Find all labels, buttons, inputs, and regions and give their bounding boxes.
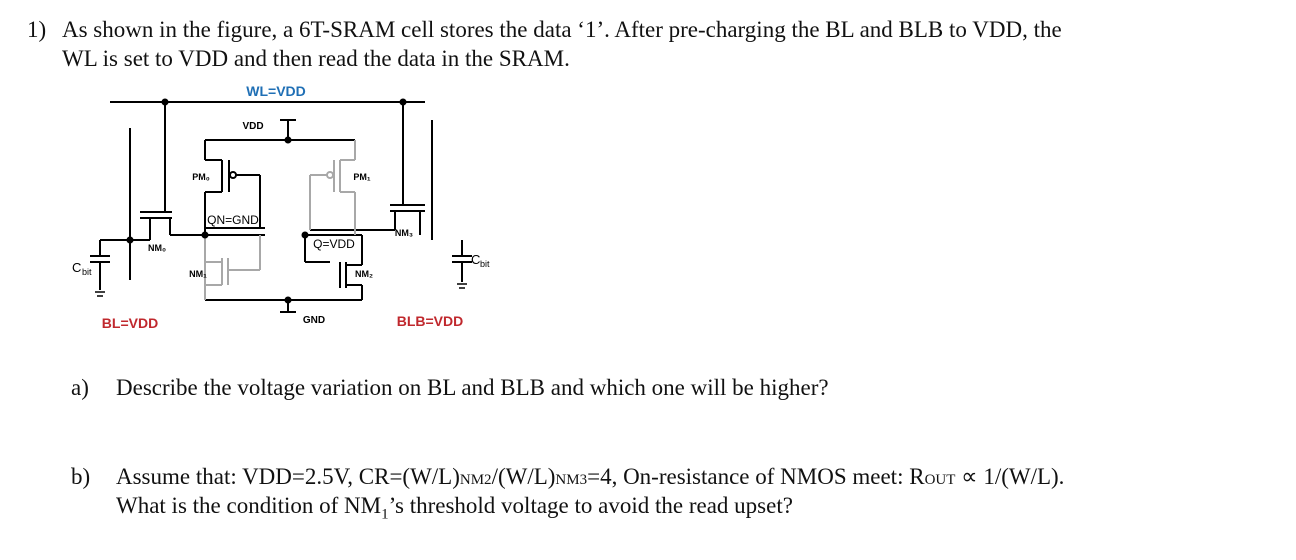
part-b-line-1: Assume that: VDD=2.5V, CR=(W/L)NM2/(W/L)… — [116, 462, 1064, 495]
part-b-seg2: /(W/L) — [491, 464, 556, 489]
nm1-label: NM₁ — [189, 269, 207, 279]
part-b-sub2: NM3 — [555, 472, 588, 488]
part-a-text: Describe the voltage variation on BL and… — [116, 375, 829, 400]
nm2-label: NM₂ — [355, 269, 373, 279]
bitline-label: BL=VDD — [102, 315, 158, 331]
part-b-sub1: NM2 — [459, 472, 492, 488]
q-label: Q=VDD — [313, 237, 355, 251]
qn-label: QN=GND — [207, 213, 259, 227]
question-line-2: WL is set to VDD and then read the data … — [62, 46, 570, 71]
part-b-sub3: OUT — [924, 472, 956, 488]
cbit-right-main: C — [471, 252, 480, 267]
part-b-seg4: ∝ 1/(W/L). — [955, 464, 1065, 489]
part-b-seg3: =4, On-resistance of NMOS meet: R — [587, 464, 925, 489]
gnd-label: GND — [303, 315, 325, 326]
pm0-label: PM₀ — [192, 172, 210, 182]
part-a-marker: a) — [71, 375, 89, 400]
question-number: 1) — [27, 17, 47, 42]
bitline-bar-label: BLB=VDD — [397, 313, 464, 329]
part-b-line-2: What is the condition of NM1’s threshold… — [116, 491, 793, 530]
wordline-label: WL=VDD — [246, 83, 306, 99]
part-b-line2-post: ’s threshold voltage to avoid the read u… — [388, 493, 793, 518]
cbit-left-sub: bit — [82, 267, 92, 277]
question-line-1: As shown in the figure, a 6T-SRAM cell s… — [62, 17, 1062, 42]
nm3-label: NM₃ — [395, 228, 413, 238]
part-b-line2-pre: What is the condition of NM — [116, 493, 382, 518]
part-b-line2-sub: 1 — [381, 506, 389, 523]
pm1-label: PM₁ — [353, 172, 371, 182]
cbit-right-sub: bit — [480, 259, 490, 269]
nm0-label: NM₀ — [148, 243, 166, 253]
part-b-marker: b) — [71, 464, 91, 489]
part-b-seg1: Assume that: VDD=2.5V, CR=(W/L) — [116, 464, 460, 489]
cbit-left-main: C — [72, 260, 81, 275]
vdd-label: VDD — [242, 121, 263, 132]
